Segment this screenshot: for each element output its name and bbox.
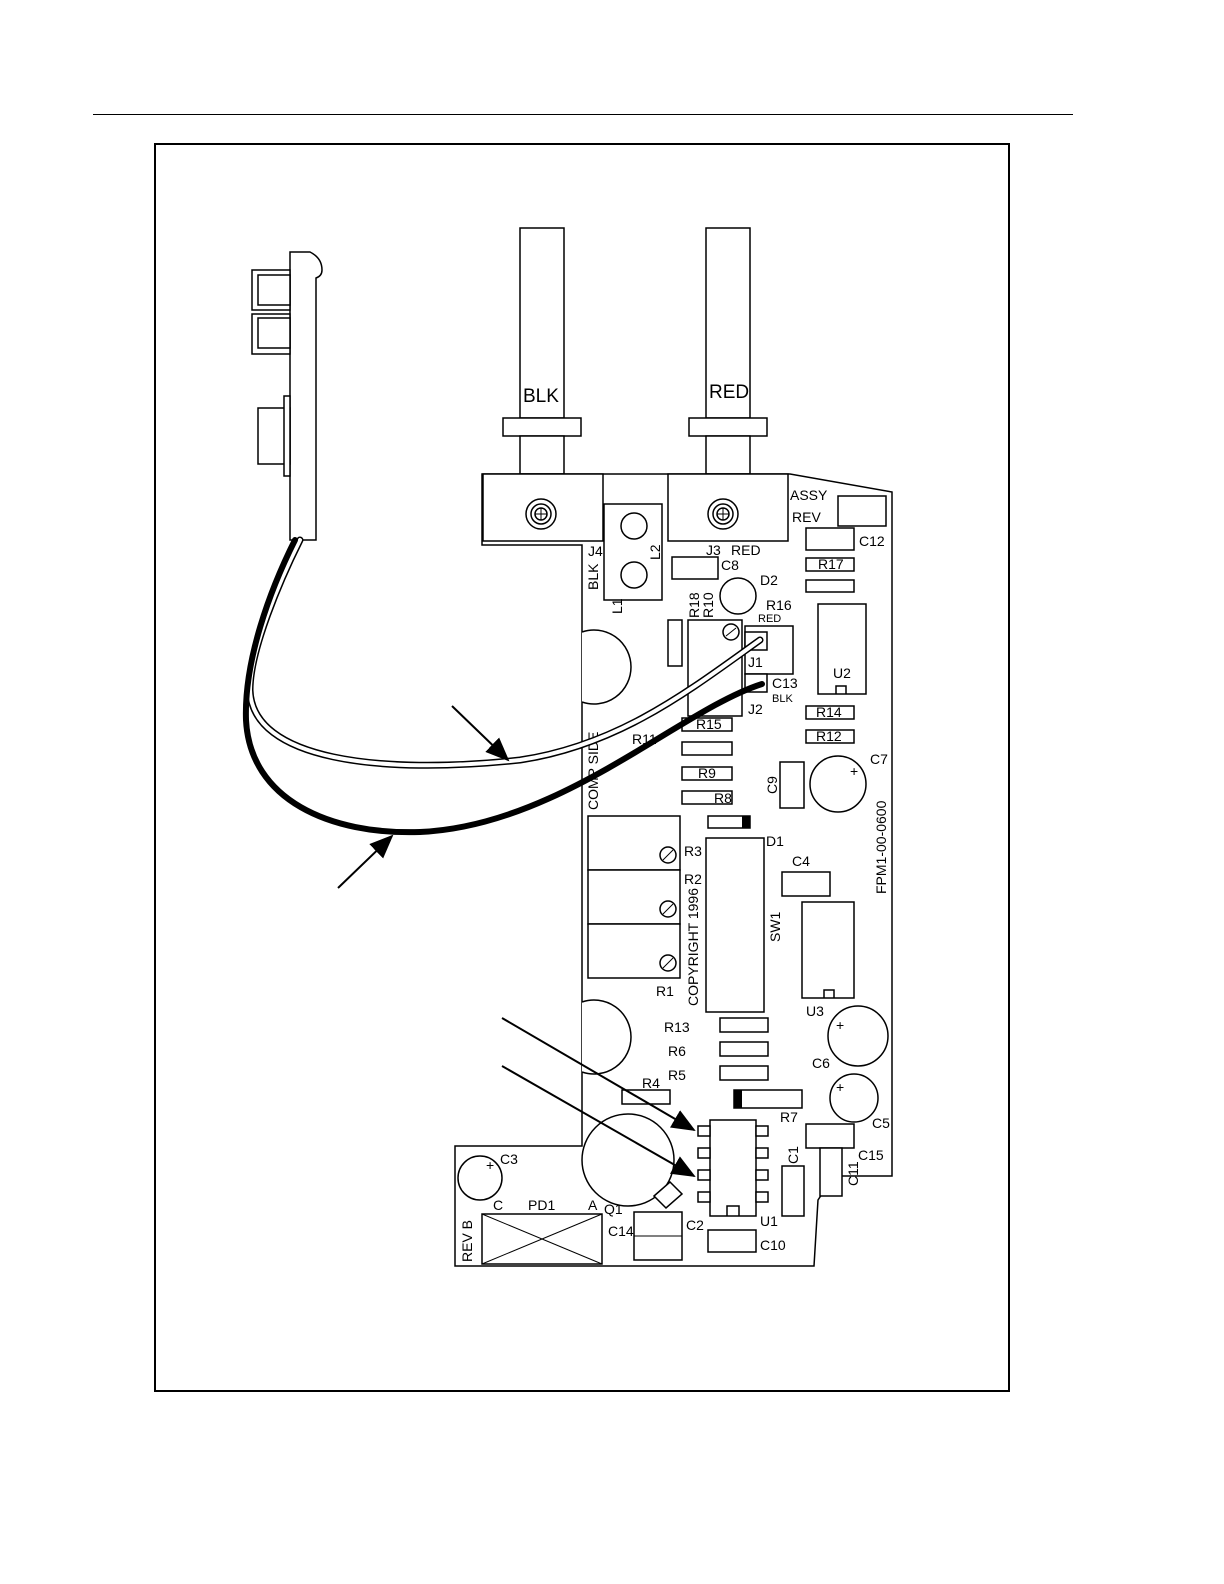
r16-label: R16 <box>766 597 792 613</box>
c1-part <box>782 1166 804 1216</box>
u3-label: U3 <box>806 1003 824 1019</box>
c5-label: C5 <box>872 1115 890 1131</box>
c7-label: C7 <box>870 751 888 767</box>
c3-label: C3 <box>500 1151 518 1167</box>
r7-part <box>734 1090 802 1108</box>
u2-label: U2 <box>833 665 851 681</box>
u3-part <box>802 902 854 998</box>
j4-label: J4 <box>588 543 603 559</box>
r4-label: R4 <box>642 1075 660 1091</box>
j4-blk-label: BLK <box>585 563 601 590</box>
red-lead-tube: RED <box>689 228 767 474</box>
part-number-label: FPM1-00-0600 <box>873 800 889 894</box>
r1-label: R1 <box>656 983 674 999</box>
j1-label: J1 <box>748 654 763 670</box>
c4-label: C4 <box>792 853 810 869</box>
c2-label: C2 <box>686 1217 704 1233</box>
sw1-part <box>706 838 764 1012</box>
c10-label: C10 <box>760 1237 786 1253</box>
assy-label: ASSY <box>790 487 828 503</box>
potentiometer-bank <box>588 816 680 978</box>
d2-part <box>720 578 756 614</box>
pd1-part <box>482 1214 602 1264</box>
r8-label: R8 <box>714 790 732 806</box>
j3-red-label: RED <box>731 542 761 558</box>
r3-label: R3 <box>684 843 702 859</box>
c3-part <box>458 1156 502 1200</box>
pd1-label: PD1 <box>528 1197 555 1213</box>
r15-label: R15 <box>696 716 722 732</box>
r11-part <box>682 742 732 755</box>
c12-label: C12 <box>859 533 885 549</box>
black-lead-tube: BLK <box>503 228 581 474</box>
black-lead-label: BLK <box>523 386 559 407</box>
arrow-white-wire <box>452 706 508 760</box>
c8-part <box>672 557 718 579</box>
c11-part <box>820 1148 842 1196</box>
pd1-anode-label: A <box>588 1197 598 1213</box>
c11-label: C11 <box>845 1161 861 1186</box>
red-lead-label: RED <box>709 382 749 403</box>
svg-text:+: + <box>836 1017 844 1033</box>
c15-part <box>806 1124 854 1148</box>
c14-label: C14 <box>608 1223 634 1239</box>
r10-label: R10 <box>700 592 716 618</box>
r13-part <box>720 1018 768 1032</box>
r2-label: R2 <box>684 871 702 887</box>
r9-label: R9 <box>698 765 716 781</box>
black-terminal-block <box>483 474 603 541</box>
r6-label: R6 <box>668 1043 686 1059</box>
svg-text:+: + <box>836 1079 844 1095</box>
r7-label: R7 <box>780 1109 798 1125</box>
c12-part <box>806 528 854 550</box>
q1-label: Q1 <box>604 1201 623 1217</box>
c6-part <box>828 1006 888 1066</box>
keypad-connector <box>252 252 322 540</box>
c6-label: C6 <box>812 1055 830 1071</box>
d2-label: D2 <box>760 572 778 588</box>
j3-label: J3 <box>706 542 721 558</box>
r12-label: R12 <box>816 728 842 744</box>
resistor-part <box>806 580 854 592</box>
pd1-cathode-label: C <box>493 1197 503 1213</box>
r6-part <box>720 1042 768 1056</box>
sw1-label: SW1 <box>767 911 783 942</box>
c13-label: C13 <box>772 675 798 691</box>
c10-part <box>708 1230 756 1252</box>
c4-part <box>782 872 830 896</box>
part-vertical <box>668 620 682 666</box>
d1-label: D1 <box>766 833 784 849</box>
c1-label: C1 <box>785 1146 801 1164</box>
c15-label: C15 <box>858 1147 884 1163</box>
rev-box <box>838 496 886 526</box>
j2-label: J2 <box>748 701 763 717</box>
copyright-label: COPYRIGHT 1996 <box>685 888 701 1006</box>
l1-label: L1 <box>609 598 625 614</box>
rev-b-label: REV B <box>459 1220 475 1262</box>
r5-label: R5 <box>668 1067 686 1083</box>
l2-label: L2 <box>647 544 663 560</box>
arrow-black-wire <box>338 836 392 888</box>
red-terminal-block <box>668 474 788 541</box>
svg-text:+: + <box>486 1157 494 1173</box>
r5-part <box>720 1066 768 1080</box>
r17-label: R17 <box>818 556 844 572</box>
j1-red-label: RED <box>758 613 781 625</box>
r13-label: R13 <box>664 1019 690 1035</box>
j2-blk-label: BLK <box>772 693 793 705</box>
rev-label: REV <box>792 509 821 525</box>
c8-label: C8 <box>721 557 739 573</box>
u1-label: U1 <box>760 1213 778 1229</box>
c9-part <box>780 762 804 808</box>
svg-text:+: + <box>850 763 858 779</box>
c9-label: C9 <box>764 776 780 794</box>
r14-label: R14 <box>816 704 842 720</box>
